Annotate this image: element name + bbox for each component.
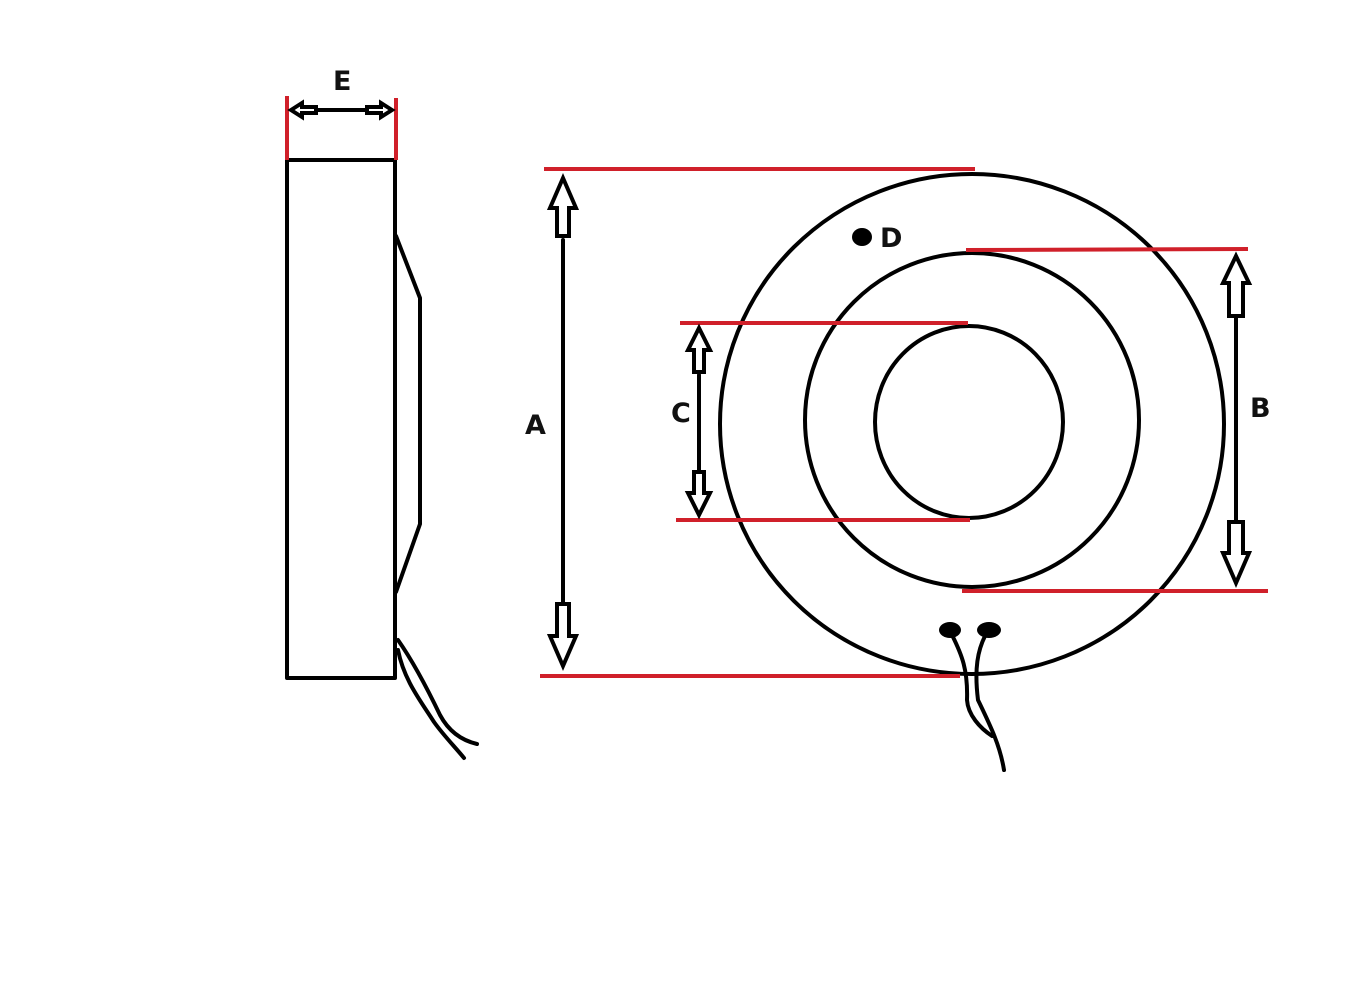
arrow-up-icon: [546, 172, 580, 238]
label-d: D: [880, 223, 902, 254]
arrow-down-icon: [684, 470, 714, 520]
arrow-right-icon: [365, 99, 396, 121]
label-a: A: [525, 410, 546, 441]
middle-circle: [803, 251, 1141, 589]
label-c: C: [671, 398, 691, 429]
front-view: D A C B: [525, 167, 1271, 772]
side-lead-wire-1: [396, 638, 479, 746]
label-e: E: [333, 66, 351, 97]
front-lead-wire-1: [950, 633, 994, 738]
front-lead-wire-2: [974, 634, 1006, 772]
outer-circle: [718, 172, 1226, 676]
inner-circle: [873, 324, 1065, 520]
arrow-left-icon: [287, 99, 318, 121]
side-boss: [394, 234, 422, 594]
arrow-down-icon: [1219, 520, 1253, 589]
b-extension-top: [965, 247, 1249, 252]
hole-marker-d: [852, 228, 872, 246]
side-view: E: [285, 66, 479, 760]
arrow-down-icon: [546, 602, 580, 672]
side-lead-wire-2: [396, 648, 466, 760]
lead-terminal-2: [977, 622, 1001, 638]
lead-terminal-1: [939, 622, 961, 638]
arrow-up-icon: [684, 323, 714, 374]
arrow-up-icon: [1219, 251, 1253, 318]
side-body: [285, 158, 397, 680]
label-b: B: [1250, 393, 1271, 424]
